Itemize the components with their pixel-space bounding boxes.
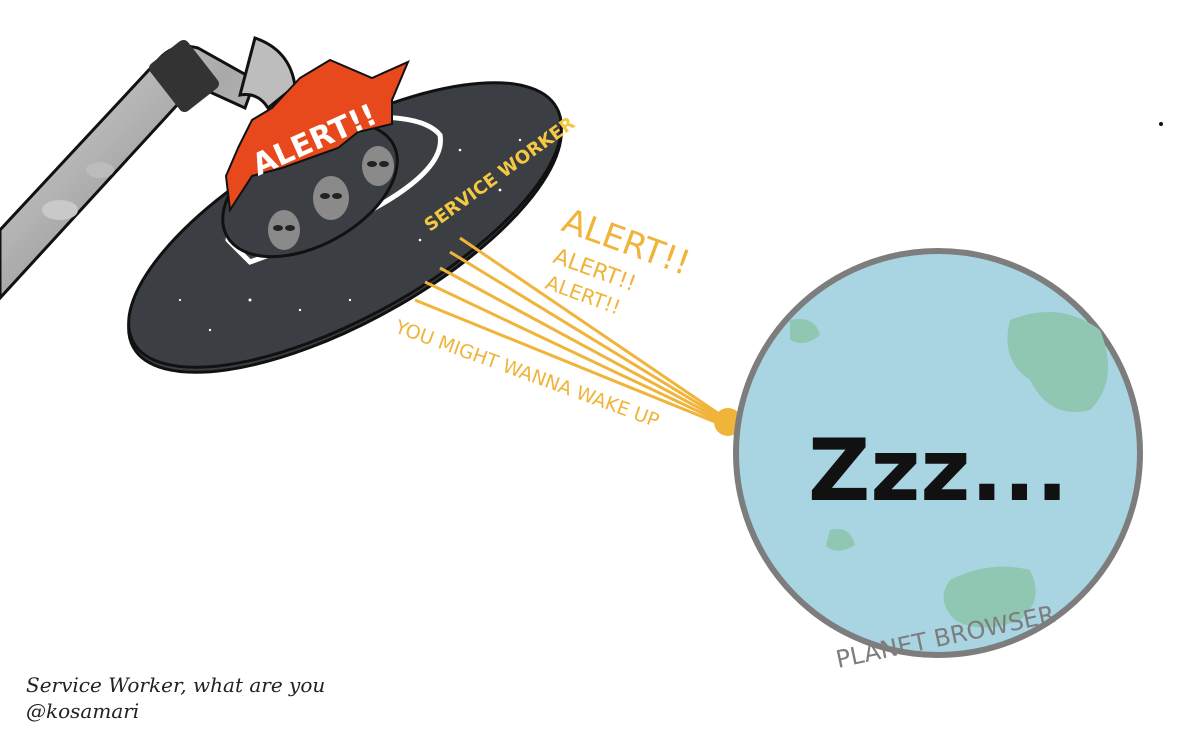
continent [1007,312,1108,412]
planet-snore-text: Zzz... [808,421,1068,521]
alien-icon [268,146,394,250]
caption-title: Service Worker, what are you [26,673,326,697]
pipe-clamp [149,40,219,112]
beam-lines [414,236,726,428]
continent [826,529,855,551]
ufo: SERVICE WORKER [127,81,579,374]
pipe [0,36,297,301]
planet-browser: Zzz... [733,248,1143,658]
caption-author: @kosamari [26,699,140,723]
speck [1159,122,1163,126]
ufo-stars [178,138,522,332]
caption: Service Worker, what are you @kosamari [26,672,325,724]
continent [790,319,820,344]
continent [943,566,1036,628]
